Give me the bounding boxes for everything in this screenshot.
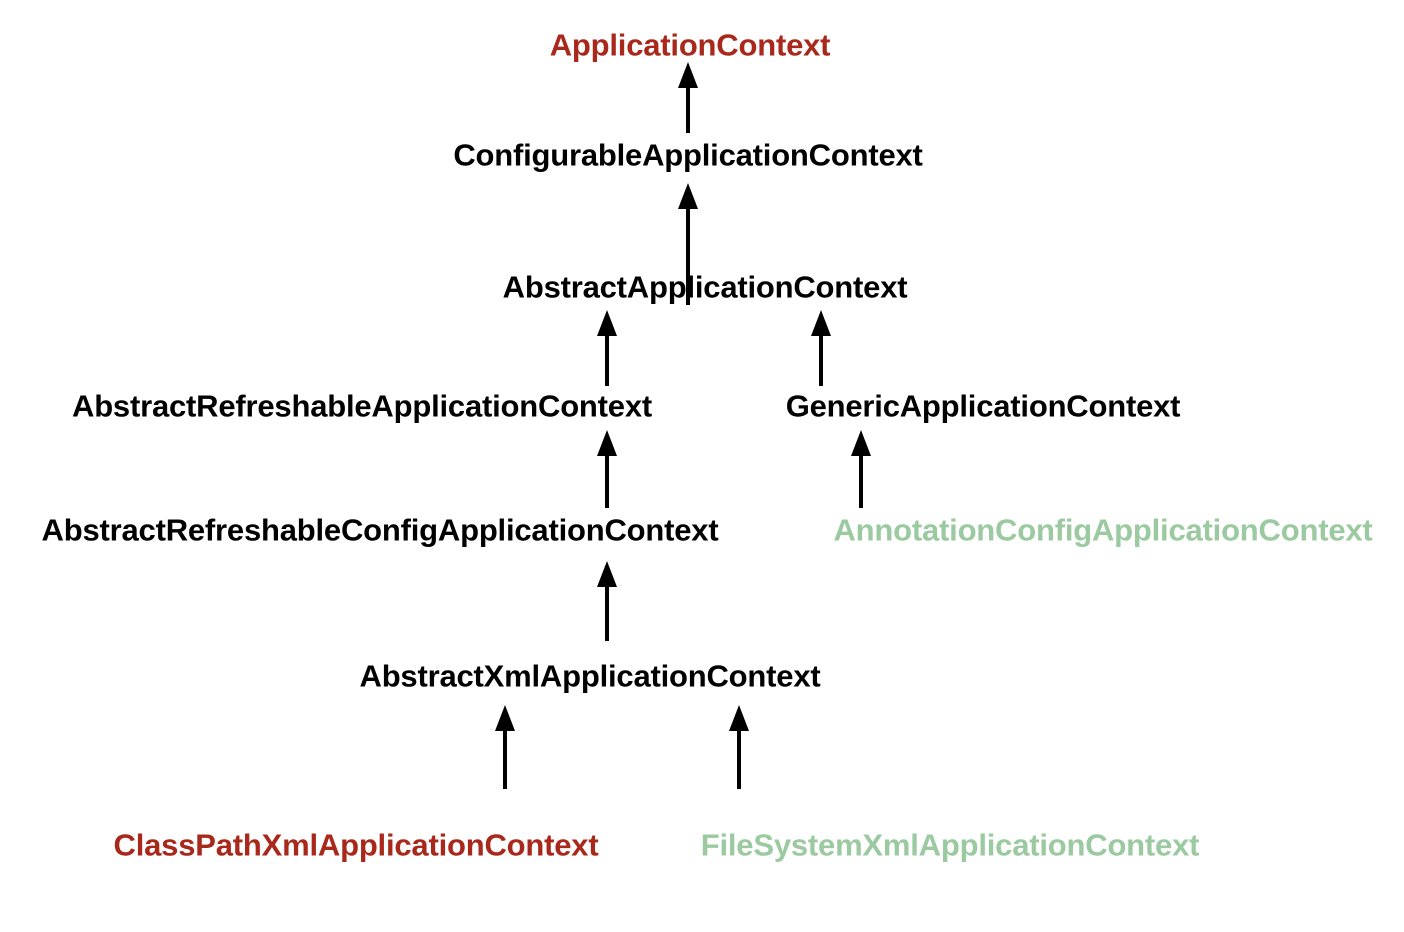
class-node-configurable-application-context: ConfigurableApplicationContext xyxy=(453,137,923,173)
class-node-abstract-application-context: AbstractApplicationContext xyxy=(502,269,908,305)
class-node-abstract-xml-application-context: AbstractXmlApplicationContext xyxy=(359,658,821,694)
inheritance-arrow xyxy=(729,705,749,789)
class-node-abstract-refreshable-config-app-context: AbstractRefreshableConfigApplicationCont… xyxy=(41,512,719,548)
inheritance-arrow xyxy=(851,430,871,508)
class-node-abstract-refreshable-application-context: AbstractRefreshableApplicationContext xyxy=(72,388,652,424)
class-node-classpath-xml-application-context: ClassPathXmlApplicationContext xyxy=(113,827,599,863)
inheritance-arrow xyxy=(597,430,617,508)
class-node-annotation-config-application-context: AnnotationConfigApplicationContext xyxy=(833,512,1373,548)
inheritance-arrow xyxy=(597,310,617,386)
class-node-generic-application-context: GenericApplicationContext xyxy=(785,388,1181,424)
inheritance-arrow xyxy=(495,705,515,789)
inheritance-arrow xyxy=(597,561,617,641)
class-node-filesystem-xml-application-context: FileSystemXmlApplicationContext xyxy=(700,827,1200,863)
inheritance-arrow xyxy=(678,62,698,133)
inheritance-arrow xyxy=(811,310,831,386)
class-node-application-context: ApplicationContext xyxy=(549,27,831,63)
